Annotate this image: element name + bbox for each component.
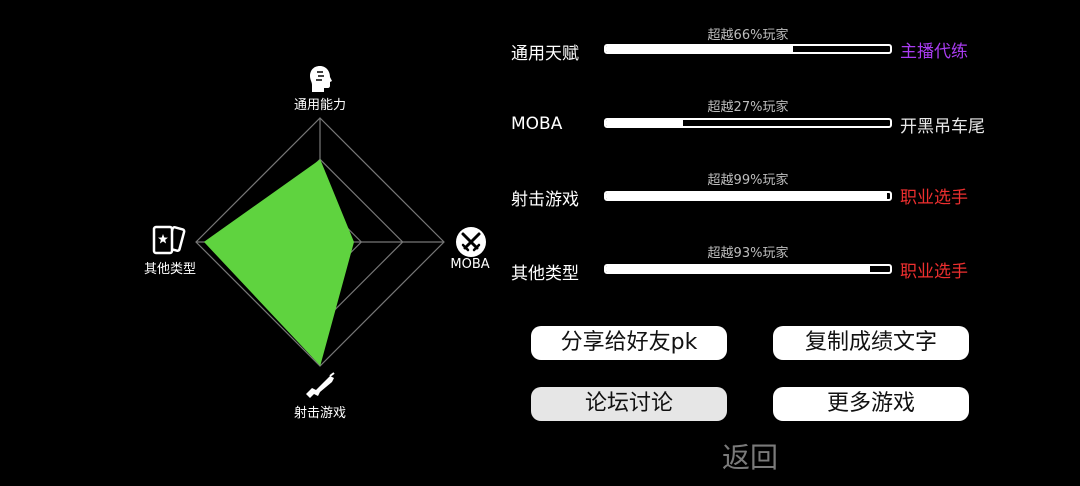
stat-progress-fill [606,120,683,126]
stat-progress-bar [604,191,892,201]
more-games-button[interactable]: 更多游戏 [773,387,969,421]
card-icon [152,225,186,255]
stat-progress-bar [604,118,892,128]
share-button[interactable]: 分享给好友pk [531,326,727,360]
stat-label: 通用天赋 [511,44,579,64]
stat-progress-fill [606,193,888,199]
stat-progress-bar [604,264,892,274]
back-button[interactable]: 返回 [721,441,778,474]
swords-icon [456,227,486,257]
radar-chart: 通用能力 MOBA 射击游戏 其他类型 [0,0,500,486]
stat-label: MOBA [511,114,563,134]
stat-progress-fill [606,46,794,52]
radar-svg [195,117,445,367]
radar-label-general: 通用能力 [293,98,347,113]
stat-caption: 超越99%玩家 [707,173,789,188]
stat-progress-fill [606,266,871,272]
stat-rank: 主播代练 [900,42,968,62]
stat-row-moba: 超越27%玩家 MOBA 开黑吊车尾 [0,99,1080,139]
stat-caption: 超越66%玩家 [707,28,789,43]
copy-result-button[interactable]: 复制成绩文字 [773,326,969,360]
stat-label: 射击游戏 [511,190,579,210]
stat-rank: 开黑吊车尾 [900,117,985,137]
stat-row-shooter: 超越99%玩家 射击游戏 职业选手 [0,172,1080,212]
stat-row-other: 超越93%玩家 其他类型 职业选手 [0,245,1080,285]
stat-caption: 超越93%玩家 [707,246,789,261]
radar-label-shooter: 射击游戏 [293,406,347,421]
radar-area [203,159,355,366]
rifle-icon [306,372,335,398]
forum-button[interactable]: 论坛讨论 [531,387,727,421]
stat-label: 其他类型 [511,264,579,284]
radar-label-other: 其他类型 [143,262,197,277]
stat-row-general: 超越66%玩家 通用天赋 主播代练 [0,27,1080,67]
radar-label-moba: MOBA [450,257,490,272]
stat-rank: 职业选手 [900,262,968,282]
head-icon [310,66,332,92]
stat-progress-bar [604,44,892,54]
stat-rank: 职业选手 [900,188,968,208]
stat-caption: 超越27%玩家 [707,100,789,115]
